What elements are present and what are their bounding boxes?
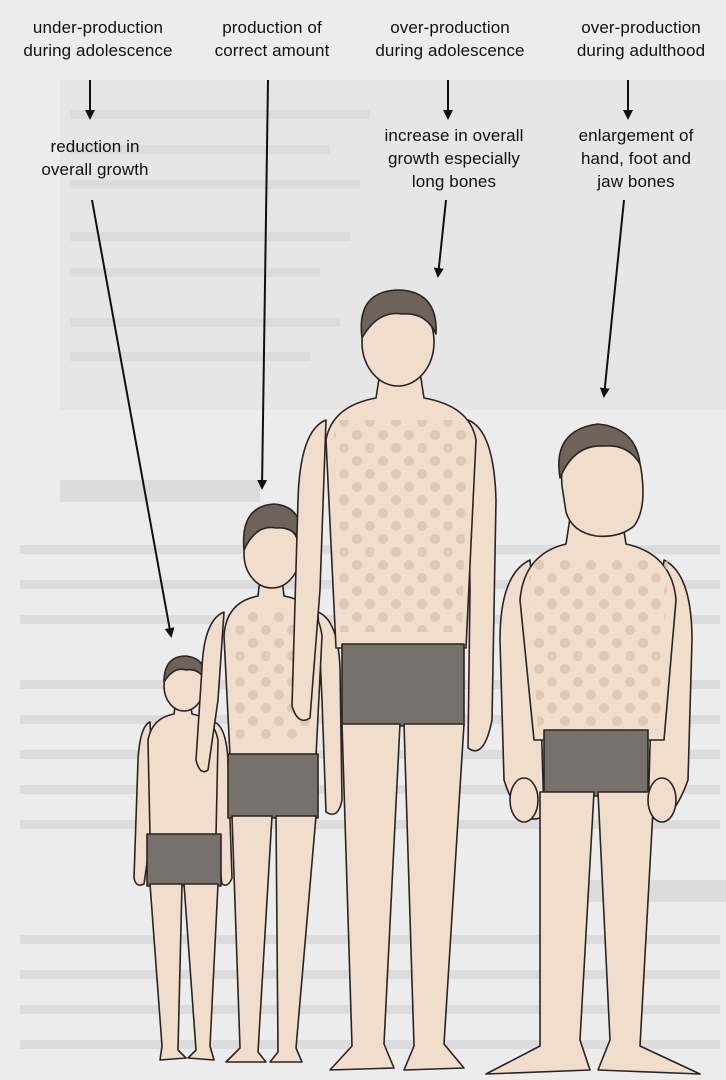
over-production-adolescence-label: over-production during adolescence bbox=[352, 16, 548, 62]
correct-production-label: production of correct amount bbox=[196, 16, 348, 62]
increase-growth-label: increase in overall growth especially lo… bbox=[356, 124, 552, 193]
enlargement-bones-label: enlargement of hand, foot and jaw bones bbox=[548, 124, 724, 193]
under-production-label: under-production during adolescence bbox=[6, 16, 190, 62]
over-production-adulthood-label: over-production during adulthood bbox=[556, 16, 726, 62]
reduction-growth-label: reduction in overall growth bbox=[20, 135, 170, 181]
